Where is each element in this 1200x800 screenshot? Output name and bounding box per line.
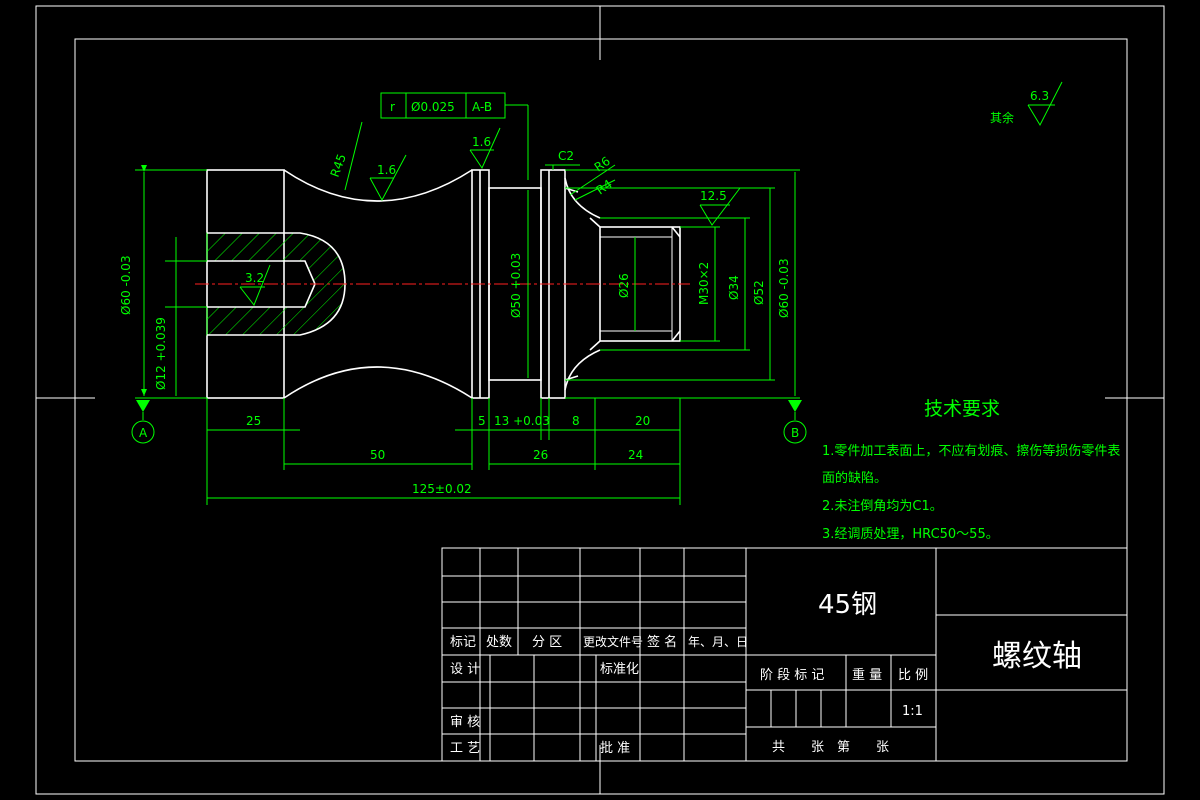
tol-symbol: r: [390, 100, 395, 114]
tech-req-item-1b: 面的缺陷。: [822, 471, 888, 486]
dim-dia-52: Ø52: [752, 280, 766, 305]
dim-len-5: 5: [478, 414, 486, 428]
dimension-lines: [135, 104, 800, 505]
header-count: 处数: [486, 635, 512, 650]
dimension-texts: Ø60 -0.03 Ø12 +0.039 Ø50 +0.03 Ø26 M30×2…: [119, 89, 1049, 496]
dim-radius-r6: R6: [592, 154, 613, 175]
process-label: 工 艺: [450, 741, 480, 756]
datum-b-label: B: [791, 426, 799, 440]
dim-len-24: 24: [628, 448, 643, 462]
dim-len-20: 20: [635, 414, 650, 428]
tech-req-item-2: 2.未注倒角均为C1。: [822, 499, 943, 514]
header-date: 年、月、日: [688, 635, 748, 649]
dim-radius-r4: R4: [594, 177, 615, 198]
dim-len-13: 13 +0.03: [494, 414, 550, 428]
dim-len-25: 25: [246, 414, 261, 428]
header-change-doc: 更改文件号: [583, 634, 643, 649]
datum-markers: [131, 400, 807, 444]
tolerance-frame: [380, 92, 506, 119]
tol-value: Ø0.025: [411, 100, 455, 114]
title-block: [441, 547, 1128, 762]
tech-req-title: 技术要求: [924, 398, 1001, 420]
part-name: 螺纹轴: [992, 639, 1082, 674]
standardize-label: 标准化: [600, 662, 639, 677]
dim-dia-mid: Ø50 +0.03: [509, 253, 523, 318]
roughness-symbols: [239, 81, 1063, 306]
weight-label: 重 量: [852, 667, 882, 683]
approve-label: 批 准: [600, 741, 630, 756]
dim-thread: M30×2: [697, 262, 711, 305]
tech-req-item-3: 3.经调质处理，HRC50～55。: [822, 527, 999, 542]
dim-len-total: 125±0.02: [412, 482, 472, 496]
header-mark: 标记: [450, 635, 476, 650]
header-sign: 签 名: [647, 634, 677, 650]
rough-rest: 6.3: [1030, 89, 1049, 103]
stage-mark-label: 阶 段 标 记: [760, 668, 824, 683]
rough-16b: 1.6: [472, 135, 491, 149]
dim-radius-r45: R45: [328, 152, 349, 179]
scale-label: 比 例: [898, 668, 928, 683]
datum-b-circle: [783, 420, 807, 444]
sheets-label: 共 张 第 张: [772, 740, 889, 755]
dim-dia-34: Ø34: [727, 275, 741, 300]
design-label: 设 计: [450, 662, 480, 677]
dim-chamfer: C2: [558, 149, 574, 163]
review-label: 审 核: [450, 715, 480, 730]
dim-dia-inner: Ø26: [617, 273, 631, 298]
header-zone: 分 区: [532, 635, 562, 650]
tech-req-item-1: 1.零件加工表面上，不应有划痕、擦伤等损伤零件表: [822, 444, 1121, 459]
dim-dia-right: Ø60 -0.03: [777, 258, 791, 318]
rough-125: 12.5: [700, 189, 727, 203]
dim-len-8: 8: [572, 414, 580, 428]
datum-a-label: A: [139, 426, 148, 440]
material-label: 45钢: [818, 590, 877, 620]
dim-len-50: 50: [370, 448, 385, 462]
dim-len-26: 26: [533, 448, 548, 462]
tol-datum: A-B: [472, 100, 492, 114]
dim-dia-bore: Ø12 +0.039: [154, 317, 168, 390]
datum-a-circle: [131, 420, 155, 444]
rough-rest-label: 其余: [990, 110, 1014, 125]
rough-32: 3.2: [245, 271, 264, 285]
rough-16a: 1.6: [377, 163, 396, 177]
dim-dia-left: Ø60 -0.03: [119, 255, 133, 315]
title-block-texts: 45钢 螺纹轴 标记 处数 分 区 更改文件号 签 名 年、月、日 设 计 标准…: [450, 590, 1082, 756]
scale-value: 1:1: [902, 704, 923, 719]
